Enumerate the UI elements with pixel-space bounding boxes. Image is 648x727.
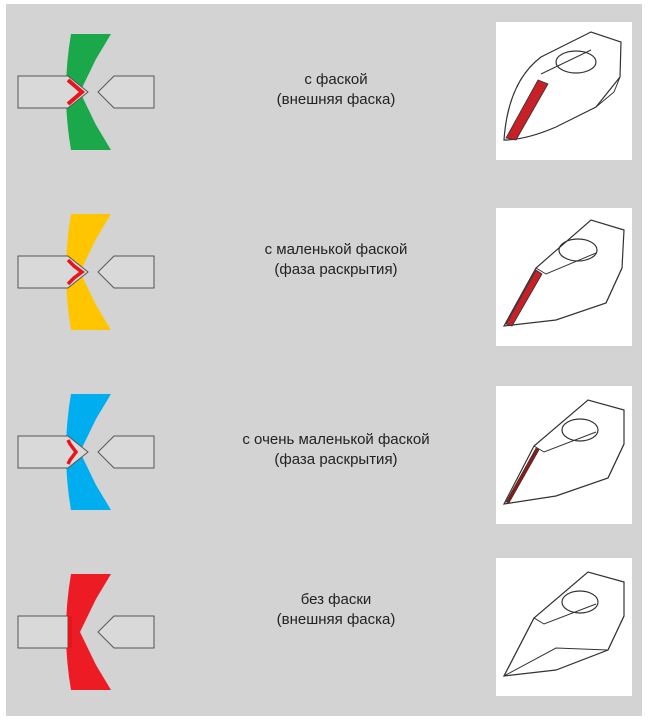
plier-tip-drawing-small-bevel-icon xyxy=(502,219,625,327)
row-no-bevel: без фаски (внешняя фаска) xyxy=(6,554,642,704)
caption-subtitle: (фаза раскрытия) xyxy=(274,451,398,468)
caption-subtitle: (фаза раскрытия) xyxy=(274,261,398,278)
comparison-panel: с фаской (внешняя фаска) с маленькой фас… xyxy=(6,4,642,716)
caption-title: с фаской xyxy=(304,71,368,88)
caption-subtitle: (внешняя фаска) xyxy=(276,91,396,108)
caption-title: с маленькой фаской xyxy=(264,241,408,258)
caption-full-bevel: с фаской (внешняя фаска) xyxy=(186,70,486,110)
cutter-profile-no-bevel-icon xyxy=(17,574,155,690)
cutter-profile-full-bevel-icon xyxy=(17,34,155,150)
cutter-profile-small-bevel-icon xyxy=(17,214,155,330)
photo-very-small-bevel xyxy=(496,386,632,524)
plier-tip-drawing-very-small-bevel-icon xyxy=(502,399,625,505)
caption-no-bevel: без фаски (внешняя фаска) xyxy=(186,590,486,630)
row-very-small-bevel: с очень маленькой фаской (фаза раскрытия… xyxy=(6,374,642,524)
row-small-bevel: с маленькой фаской (фаза раскрытия) xyxy=(6,194,642,346)
row-full-bevel: с фаской (внешняя фаска) xyxy=(6,14,642,164)
caption-very-small-bevel: с очень маленькой фаской (фаза раскрытия… xyxy=(186,430,486,470)
caption-title: без фаски xyxy=(300,591,372,608)
photo-no-bevel xyxy=(496,558,632,696)
caption-subtitle: (внешняя фаска) xyxy=(276,611,396,628)
photo-full-bevel xyxy=(496,22,632,160)
caption-title: с очень маленькой фаской xyxy=(242,431,430,448)
photo-small-bevel xyxy=(496,208,632,346)
caption-small-bevel: с маленькой фаской (фаза раскрытия) xyxy=(186,240,486,280)
plier-tip-drawing-no-bevel-icon xyxy=(502,571,625,677)
plier-tip-drawing-full-bevel-icon xyxy=(503,31,622,141)
cutter-profile-very-small-bevel-icon xyxy=(17,394,155,510)
